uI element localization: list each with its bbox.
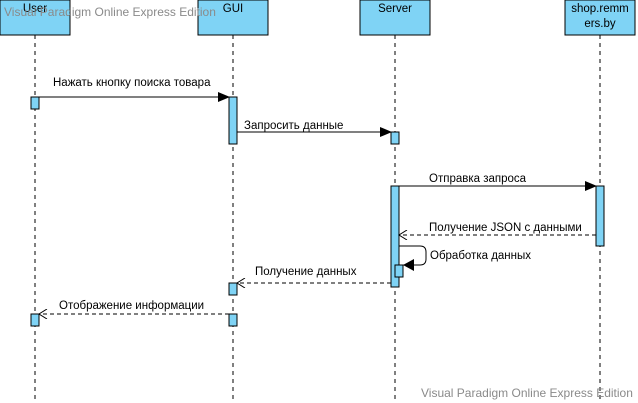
- watermark-top: Visual Paradigm Online Express Edition: [4, 5, 216, 19]
- activation-server-1: [390, 131, 400, 145]
- message-7-label: Отображение информации: [59, 300, 204, 312]
- participant-server-name: Server: [378, 3, 412, 15]
- lifelines: [34, 35, 601, 403]
- activation-gui-2: [228, 282, 238, 296]
- activation-shop-1: [595, 185, 605, 247]
- message-7[interactable]: Отображение информации: [39, 300, 229, 314]
- participant-shop[interactable]: shop.remm ers.by: [564, 0, 636, 36]
- participant-user-name: User: [23, 3, 47, 15]
- message-2[interactable]: Запросить данные: [237, 120, 392, 137]
- message-4[interactable]: Получение JSON с данными: [399, 222, 596, 235]
- watermark-bottom: Visual Paradigm Online Express Edition: [421, 386, 633, 400]
- participant-shop-name-line1: shop.remm: [571, 3, 629, 15]
- message-1-label: Нажать кнопку поиска товара: [53, 77, 211, 89]
- message-6-label: Получение данных: [255, 266, 357, 278]
- activation-user-1: [30, 96, 40, 110]
- message-4-label: Получение JSON с данными: [429, 222, 582, 234]
- message-5-arrow: [399, 245, 427, 266]
- message-2-label: Запросить данные: [244, 120, 343, 132]
- message-3-label: Отправка запроса: [429, 173, 527, 185]
- participant-shop-name-line2: ers.by: [584, 18, 616, 30]
- activation-server-self: [394, 264, 404, 278]
- message-6[interactable]: Получение данных: [237, 266, 391, 283]
- message-5-arrowhead: [403, 259, 414, 271]
- message-3[interactable]: Отправка запроса: [399, 173, 597, 191]
- participant-server[interactable]: Server: [359, 0, 431, 36]
- activations: [30, 96, 605, 327]
- activation-gui-1: [228, 96, 238, 145]
- message-5-label: Обработка данных: [430, 250, 531, 262]
- participant-gui-name: GUI: [223, 3, 243, 15]
- message-1[interactable]: Нажать кнопку поиска товара: [39, 77, 230, 102]
- activation-gui-3: [228, 313, 238, 327]
- participant-gui[interactable]: GUI: [197, 0, 269, 36]
- participant-user[interactable]: User: [0, 0, 71, 36]
- activation-user-2: [30, 313, 40, 327]
- message-5-self[interactable]: Обработка данных: [399, 245, 531, 271]
